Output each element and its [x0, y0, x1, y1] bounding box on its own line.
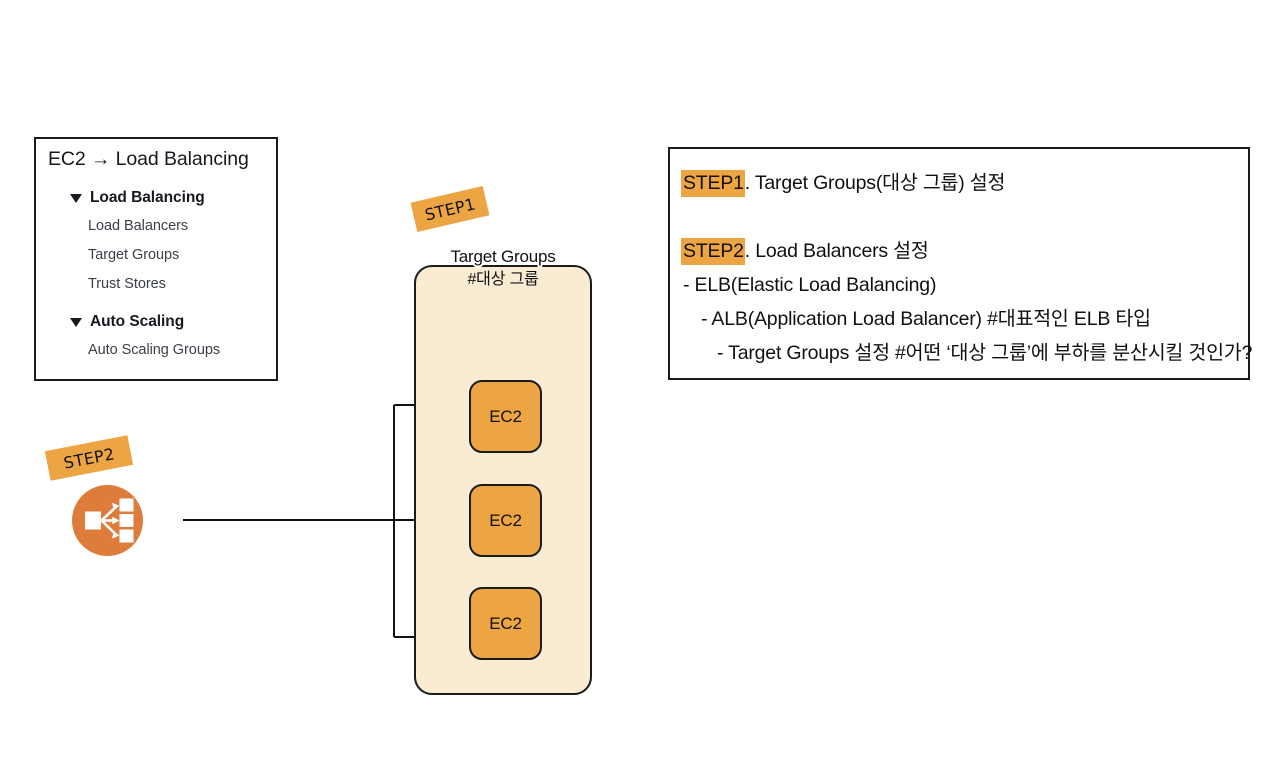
sidebar-item-trust-stores[interactable]: Trust Stores	[88, 276, 166, 292]
nav-group-label: Auto Scaling	[90, 312, 185, 330]
note-line-elb: - ELB(Elastic Load Balancing)	[683, 274, 937, 296]
step1-badge: STEP1	[410, 186, 490, 232]
note-line-step1: STEP1. Target Groups(대상 그룹) 설정	[681, 170, 1006, 197]
nav-tree: Load Balancing Load Balancers Target Gro…	[36, 183, 276, 365]
notes-panel: STEP1. Target Groups(대상 그룹) 설정 STEP2. Lo…	[668, 147, 1253, 380]
caret-down-icon[interactable]	[70, 318, 82, 327]
note-line-step1-text: . Target Groups(대상 그룹) 설정	[744, 172, 1006, 194]
sidebar-item-auto-scaling-groups[interactable]: Auto Scaling Groups	[88, 342, 221, 358]
note-line-target-groups: - Target Groups 설정 #어떤 ‘대상 그룹’에 부하를 분산시킬…	[717, 342, 1253, 364]
ec2-instance-box: EC2	[469, 484, 542, 557]
caret-down-icon[interactable]	[70, 194, 82, 203]
sidebar-item-target-groups[interactable]: Target Groups	[88, 247, 180, 263]
load-balancer-icon	[72, 485, 143, 556]
ec2-instance-box: EC2	[469, 380, 542, 453]
note-line-step2-text: . Load Balancers 설정	[744, 240, 929, 262]
ec2-console-nav-panel: EC2 → Load Balancing Load Balancing Load…	[34, 137, 278, 381]
note-line-alb: - ALB(Application Load Balancer) #대표적인 E…	[701, 308, 1151, 330]
nav-group-load-balancing[interactable]: Load Balancing	[36, 183, 276, 212]
step1-highlight: STEP1	[681, 170, 745, 197]
nav-group-label: Load Balancing	[90, 188, 205, 206]
nav-group-auto-scaling[interactable]: Auto Scaling	[36, 307, 276, 336]
note-line-step2: STEP2. Load Balancers 설정	[681, 238, 929, 265]
ec2-instance-box: EC2	[469, 587, 542, 660]
sidebar-item-load-balancers[interactable]: Load Balancers	[88, 218, 189, 234]
step2-highlight: STEP2	[681, 238, 745, 265]
page-title: EC2 → Load Balancing	[48, 148, 249, 170]
target-groups-subtitle: #대상 그룹	[467, 271, 539, 288]
step2-badge: STEP2	[44, 435, 134, 481]
target-groups-title: Target Groups	[450, 247, 556, 266]
